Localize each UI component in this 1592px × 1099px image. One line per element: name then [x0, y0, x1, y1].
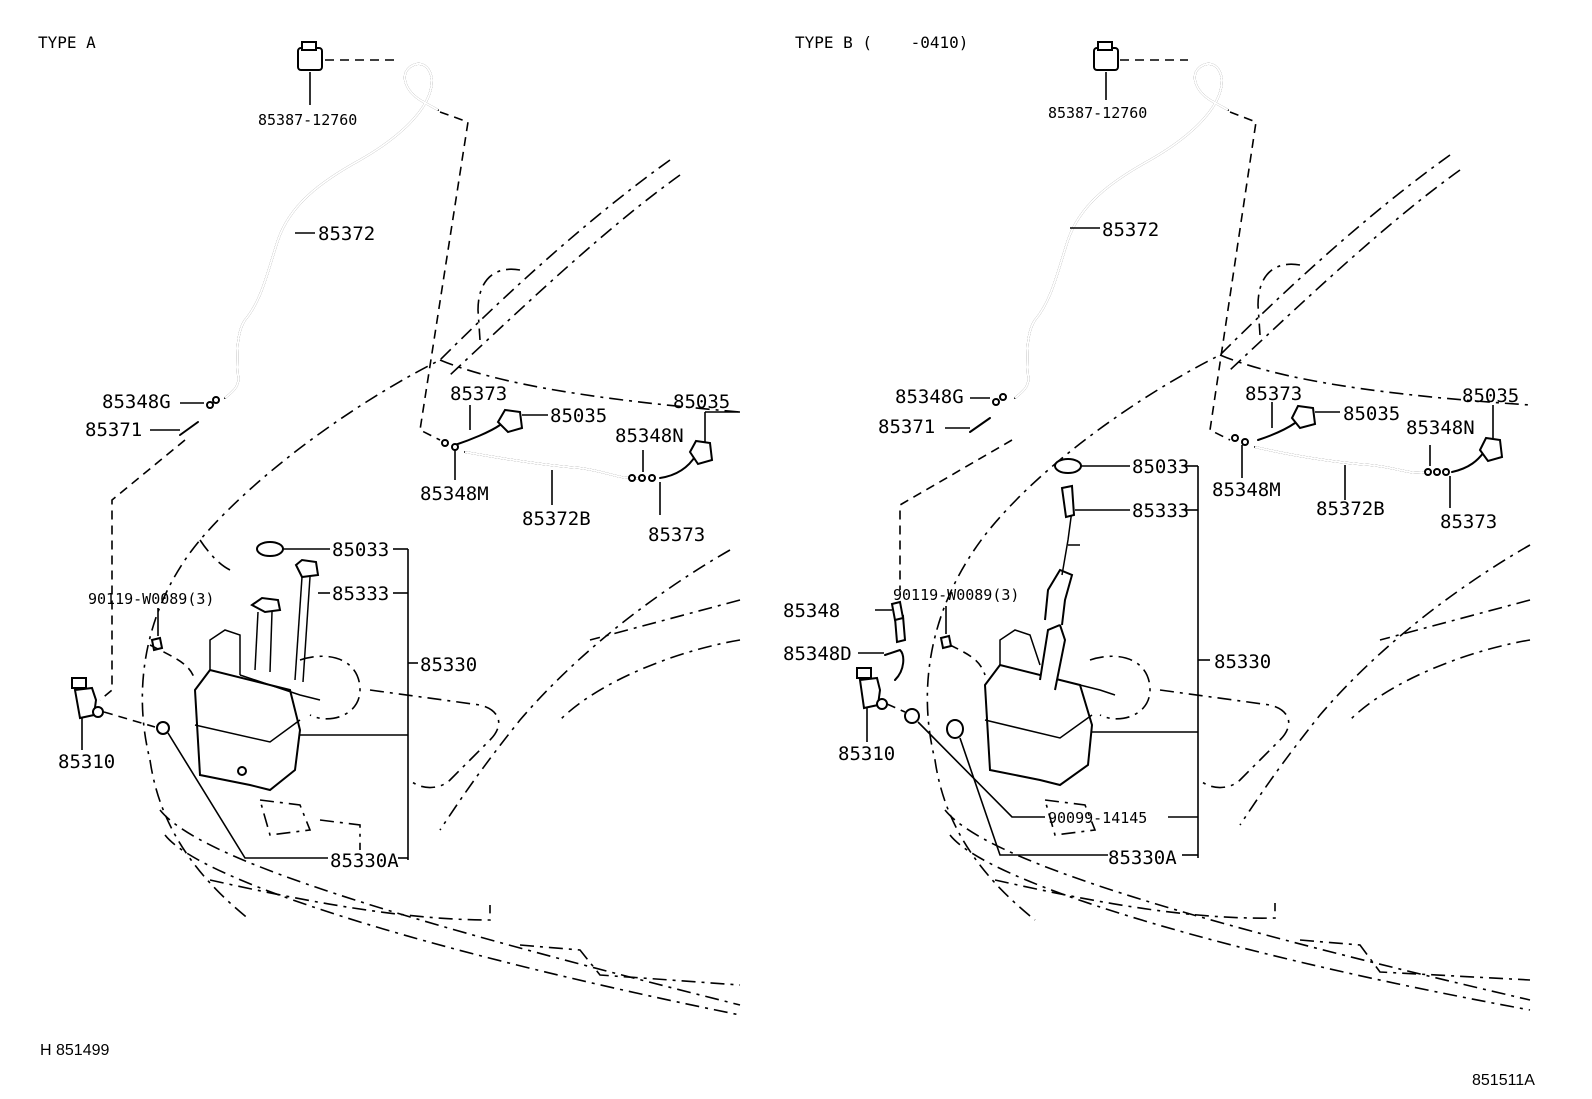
type-a-grommet — [156, 721, 170, 735]
type-a-pump-85310 — [71, 677, 104, 750]
type-a-nozzle-leaders — [295, 232, 661, 515]
type-b-hose-85348d — [858, 649, 905, 681]
ref-code-right: 851511A — [1472, 1072, 1535, 1089]
label-85372b: 85372B — [1316, 498, 1385, 520]
type-a-panel: TYPE A 85387-12760 85372 85348G 85371 85… — [38, 33, 741, 1059]
label-85330: 85330 — [1214, 651, 1271, 673]
label-85035-right: 85035 — [1462, 385, 1519, 407]
type-b-connector-85387 — [1093, 41, 1188, 100]
type-b-nozzle-85035-right — [1478, 405, 1504, 463]
label-85348m: 85348M — [1212, 479, 1281, 501]
type-b-labels: TYPE B ( -0410) 85387-12760 85372 85348G… — [783, 33, 1535, 1089]
label-85330a: 85330A — [1108, 847, 1177, 869]
type-a-washer-tank — [193, 541, 321, 792]
type-b-nozzle-85035-left — [1290, 404, 1340, 430]
label-85371: 85371 — [85, 419, 142, 441]
type-b-car-outline — [926, 154, 1531, 1011]
label-85373-bottom: 85373 — [1440, 511, 1497, 533]
label-85330a: 85330A — [330, 850, 399, 872]
type-a-joint-85348g — [180, 396, 220, 409]
label-85371: 85371 — [878, 416, 935, 438]
label-90119-w0089: 90119-W0089(3) — [893, 586, 1019, 604]
type-a-car-outline — [141, 159, 741, 1016]
label-85033: 85033 — [332, 539, 389, 561]
type-b-joint-85348g — [970, 393, 1007, 406]
type-a-hose-85372 — [224, 62, 439, 399]
label-85372b: 85372B — [522, 508, 591, 530]
label-85310: 85310 — [838, 743, 895, 765]
type-b-bracket-leaders — [917, 465, 1210, 858]
label-85373-top: 85373 — [450, 383, 507, 405]
type-b-hose-85372 — [1014, 62, 1229, 399]
type-b-washer-tank — [983, 458, 1116, 787]
type-b-tube-85371 — [945, 417, 991, 433]
label-85348: 85348 — [783, 600, 840, 622]
label-85372: 85372 — [1102, 219, 1159, 241]
label-85348n: 85348N — [1406, 417, 1475, 439]
type-a-nozzle-85035-left — [496, 408, 548, 434]
type-b-header: TYPE B ( -0410) — [795, 33, 968, 52]
type-b-grommets — [904, 708, 964, 739]
type-b-nozzle-hoses — [1231, 422, 1485, 476]
label-85348n: 85348N — [615, 425, 684, 447]
label-85373-top: 85373 — [1245, 383, 1302, 405]
label-85033: 85033 — [1132, 456, 1189, 478]
label-85333: 85333 — [332, 583, 389, 605]
type-a-nozzle-85035-right — [688, 411, 740, 466]
type-b-nozzle-leaders — [1070, 227, 1451, 508]
label-85035-left: 85035 — [550, 405, 607, 427]
type-b-joint-85348 — [875, 600, 907, 644]
type-a-labels: TYPE A 85387-12760 85372 85348G 85371 85… — [38, 33, 730, 1059]
type-a-tube-85371 — [150, 421, 199, 436]
type-a-bracket-leaders — [167, 548, 418, 860]
type-b-pump-85310 — [856, 667, 888, 742]
type-b-panel: TYPE B ( -0410) 85387-12760 85372 85348G… — [783, 33, 1535, 1089]
label-85372: 85372 — [318, 223, 375, 245]
label-85348d: 85348D — [783, 643, 852, 665]
label-90119-w0089: 90119-W0089(3) — [88, 590, 214, 608]
type-b-bolt-90119 — [939, 606, 953, 650]
label-85387-12760: 85387-12760 — [258, 111, 357, 129]
label-85333: 85333 — [1132, 500, 1189, 522]
label-85035-left: 85035 — [1343, 403, 1400, 425]
label-85330: 85330 — [420, 654, 477, 676]
label-85348m: 85348M — [420, 483, 489, 505]
label-85373-bottom: 85373 — [648, 524, 705, 546]
type-a-connector-85387 — [297, 41, 398, 105]
label-85348g: 85348G — [895, 386, 964, 408]
type-a-header: TYPE A — [38, 33, 96, 52]
label-90099-14145: 90099-14145 — [1048, 809, 1147, 827]
ref-code-left: H 851499 — [40, 1042, 109, 1059]
label-85035-right: 85035 — [673, 391, 730, 413]
label-85310: 85310 — [58, 751, 115, 773]
type-a-bolt-90119 — [150, 608, 164, 652]
label-85348g: 85348G — [102, 391, 171, 413]
label-85387-12760: 85387-12760 — [1048, 104, 1147, 122]
